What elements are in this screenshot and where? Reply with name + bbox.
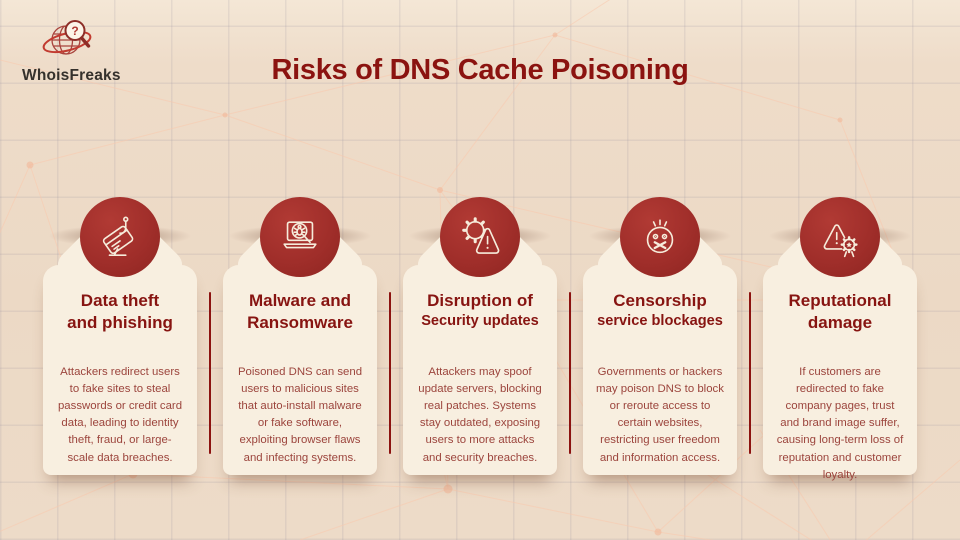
card-title-line: Data theft bbox=[80, 291, 160, 310]
icon-badge-circle bbox=[80, 197, 160, 277]
card-content: Censorship service blockages Governments… bbox=[583, 265, 737, 475]
card-content: Malware and Ransomware Poisoned DNS can … bbox=[223, 265, 377, 475]
censored-face-icon bbox=[646, 219, 674, 254]
card-divider-line bbox=[209, 292, 211, 454]
icon-badge-circle bbox=[620, 197, 700, 277]
risk-cards-row: Data theft and phishing Attackers redire… bbox=[21, 197, 939, 481]
card-data-theft-phishing: Data theft and phishing Attackers redire… bbox=[21, 197, 219, 475]
card-content: Disruption of Security updates Attackers… bbox=[403, 265, 557, 475]
card-title-line: Reputational bbox=[788, 291, 892, 310]
phishing-hook-card-icon bbox=[102, 216, 134, 257]
icon-badge-circle bbox=[260, 197, 340, 277]
card-divider-line bbox=[569, 292, 571, 454]
brand-name: WhoisFreaks bbox=[22, 67, 121, 84]
card-malware-ransomware: Malware and Ransomware Poisoned DNS can … bbox=[201, 197, 399, 475]
card-description: Poisoned DNS can send users to malicious… bbox=[237, 366, 363, 464]
card-disruption-security-updates: Disruption of Security updates Attackers… bbox=[381, 197, 579, 475]
card-description: Attackers redirect users to fake sites t… bbox=[57, 366, 183, 464]
card-title-line: and phishing bbox=[67, 313, 173, 333]
card-divider-line bbox=[749, 292, 751, 454]
card-title: Censorship service blockages bbox=[591, 290, 729, 352]
card-title-line: Ransomware bbox=[247, 313, 353, 333]
card-title: Data theft and phishing bbox=[51, 290, 189, 352]
icon-badge-circle bbox=[800, 197, 880, 277]
card-title: Malware and Ransomware bbox=[231, 290, 369, 352]
card-title: Disruption of Security updates bbox=[411, 290, 549, 352]
card-content: Reputational damage If customers are red… bbox=[763, 265, 917, 481]
svg-text:?: ? bbox=[72, 24, 79, 38]
card-title-line: damage bbox=[807, 313, 873, 333]
warning-award-ribbon-icon bbox=[823, 224, 858, 258]
card-title-line: Security updates bbox=[421, 313, 539, 330]
card-title-line: Disruption of bbox=[427, 291, 533, 310]
card-title: Reputational damage bbox=[771, 290, 909, 352]
card-reputational-damage: Reputational damage If customers are red… bbox=[741, 197, 939, 481]
malware-laptop-bug-icon bbox=[283, 221, 317, 249]
icon-badge-circle bbox=[440, 197, 520, 277]
card-censorship-blockages: Censorship service blockages Governments… bbox=[561, 197, 759, 475]
card-title-line: Malware and bbox=[248, 291, 352, 310]
card-title-line: Censorship bbox=[613, 291, 707, 310]
globe-magnifier-question-icon: ? bbox=[42, 20, 92, 55]
page-title: Risks of DNS Cache Poisoning bbox=[271, 54, 689, 86]
card-title-line: service blockages bbox=[597, 313, 723, 330]
brand-logo: ? WhoisFreaks bbox=[22, 18, 121, 85]
card-content: Data theft and phishing Attackers redire… bbox=[43, 265, 197, 475]
card-description: Governments or hackers may poison DNS to… bbox=[596, 366, 724, 464]
card-description: If customers are redirected to fake comp… bbox=[776, 366, 904, 481]
gear-warning-icon bbox=[462, 217, 500, 254]
card-divider-line bbox=[389, 292, 391, 454]
card-description: Attackers may spoof update servers, bloc… bbox=[418, 366, 542, 464]
